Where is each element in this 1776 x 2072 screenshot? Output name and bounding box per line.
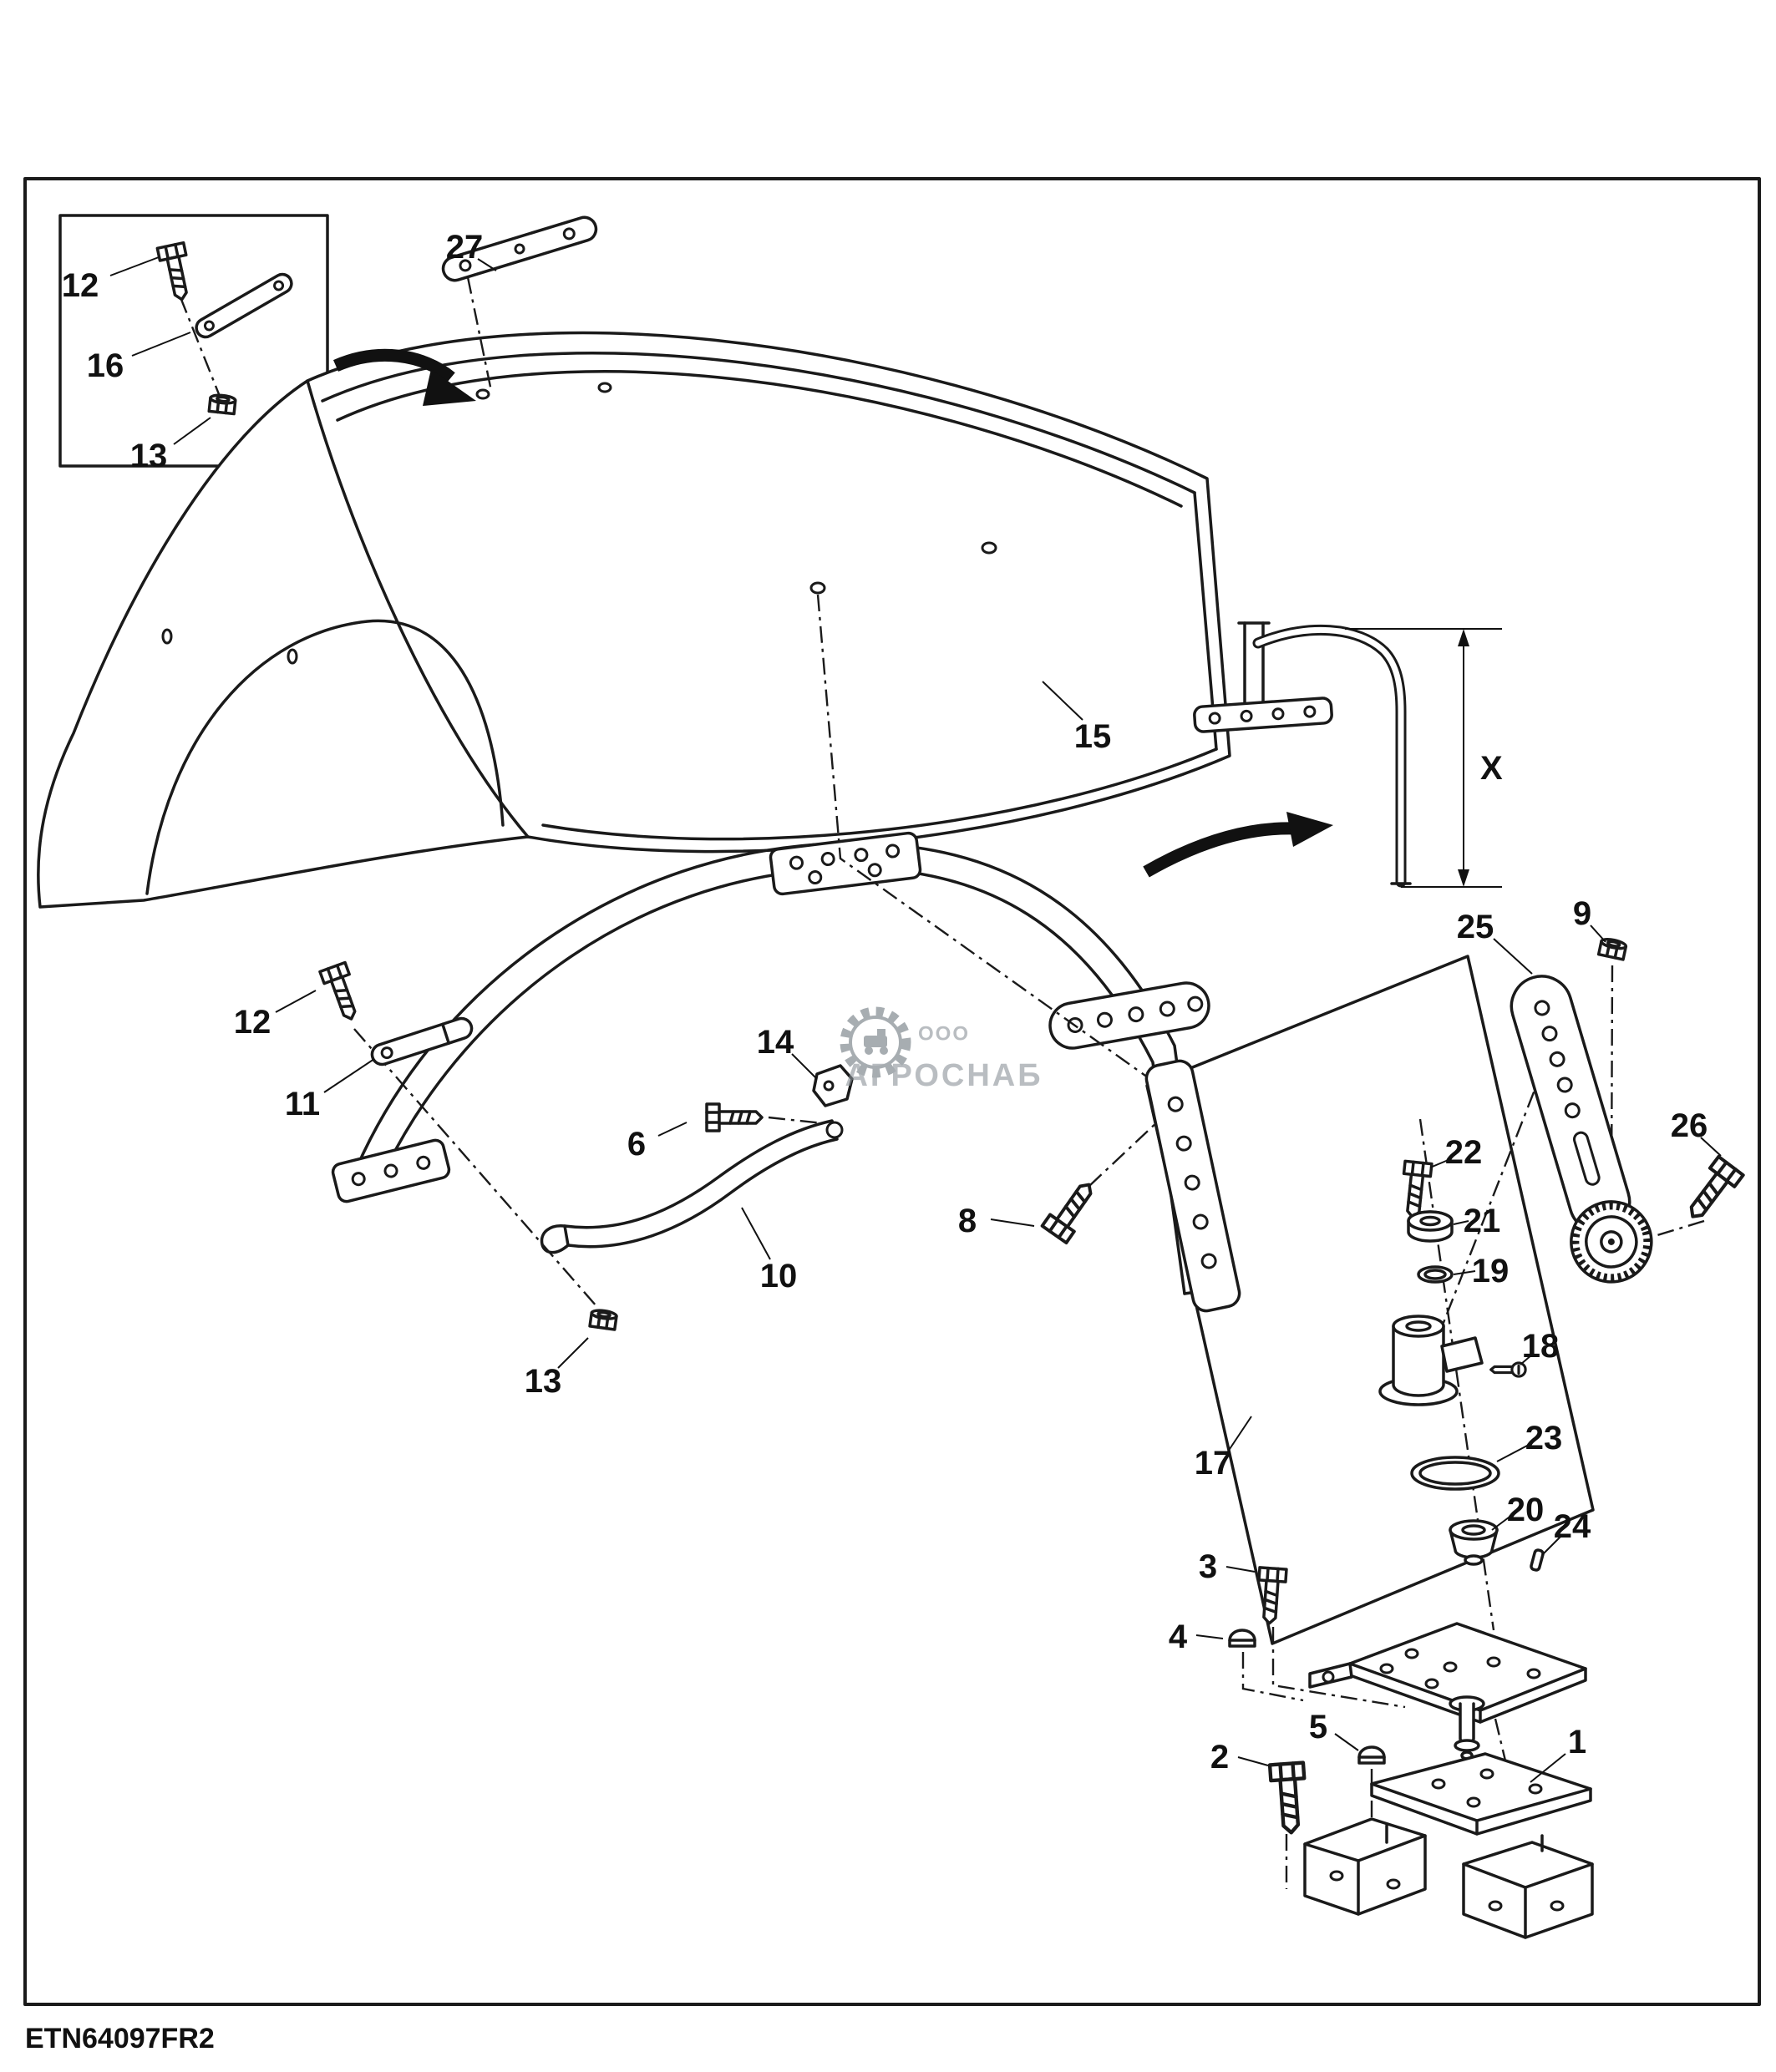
direction-arrow-top <box>332 348 476 406</box>
frame-side-strap <box>1048 981 1210 1050</box>
callout-18: 18 <box>1522 1328 1560 1365</box>
frame-mount-bar <box>1144 1059 1241 1313</box>
part-bolt-12-inset <box>155 241 197 304</box>
part-bracket-1 <box>1303 1752 1594 1939</box>
callout-24: 24 <box>1554 1508 1591 1545</box>
callout-22: 22 <box>1445 1134 1483 1171</box>
mount-height-detail: X <box>1193 621 1503 888</box>
part-sender-body <box>1378 1315 1484 1406</box>
callout-1: 1 <box>1568 1724 1586 1760</box>
callout-25: 25 <box>1457 909 1494 945</box>
callout-10: 10 <box>760 1258 798 1294</box>
callout-14: 14 <box>757 1024 794 1061</box>
frame-foot-plate <box>331 1138 451 1203</box>
callout-4: 4 <box>1169 1619 1188 1655</box>
callout-17: 17 <box>1195 1445 1232 1482</box>
part-cap-4 <box>1228 1629 1256 1648</box>
dimension-arrow-up <box>1458 629 1469 646</box>
callout-8: 8 <box>958 1203 977 1239</box>
callout-27: 27 <box>446 229 484 266</box>
document-code: ETN64097FR2 <box>25 2023 215 2054</box>
watermark: ООО АГРОСНАБ <box>840 1006 1043 1093</box>
gear-logo-icon <box>840 1006 911 1078</box>
part-mount-plate <box>1308 1622 1587 1760</box>
part-bolt-8 <box>1040 1174 1103 1245</box>
frame-apex-plate <box>769 831 922 896</box>
diagram-border <box>23 177 1761 2006</box>
inset-box <box>58 214 329 468</box>
callout-leaders <box>109 256 1722 1783</box>
part-oring-23 <box>1410 1456 1500 1491</box>
callout-26: 26 <box>1671 1107 1708 1144</box>
part-nut-9 <box>1596 935 1629 961</box>
watermark-prefix: ООО <box>918 1023 970 1046</box>
callout-5: 5 <box>1309 1709 1327 1745</box>
handle-part-27 <box>441 215 598 282</box>
callout-2: 2 <box>1210 1739 1229 1776</box>
part-oring-19 <box>1417 1265 1454 1284</box>
fender-support-frame <box>331 831 1210 1295</box>
part-washer-21 <box>1407 1210 1454 1243</box>
callout-19: 19 <box>1472 1253 1510 1289</box>
part-nut-13-inset <box>207 393 237 416</box>
part-bolt-6 <box>705 1102 764 1132</box>
watermark-name: АГРОСНАБ <box>845 1058 1043 1093</box>
callout-12: 12 <box>234 1004 271 1041</box>
dimension-arrow-down <box>1458 869 1469 887</box>
part-grommet-20 <box>1449 1519 1499 1566</box>
part-adjuster-25 <box>1510 975 1653 1284</box>
fender-part-15 <box>37 331 1231 909</box>
direction-arrow-right <box>1143 812 1333 878</box>
callout-numbers: 12 16 13 27 15 25 9 12 11 14 6 10 8 13 2… <box>62 229 1708 1776</box>
part-bolt-26 <box>1681 1157 1743 1226</box>
callout-11: 11 <box>285 1086 320 1122</box>
part-pin-24 <box>1530 1548 1545 1572</box>
callout-6: 6 <box>627 1126 646 1163</box>
dimension-label-x: X <box>1480 750 1503 787</box>
part-nut-13 <box>588 1307 619 1331</box>
callout-9: 9 <box>1573 895 1591 932</box>
part-cap-5 <box>1357 1745 1386 1765</box>
callout-3: 3 <box>1199 1548 1217 1585</box>
callout-15: 15 <box>1074 718 1112 755</box>
callout-12-inset: 12 <box>62 267 99 304</box>
callout-13-inset: 13 <box>130 438 168 474</box>
part-bolt-12 <box>318 960 366 1026</box>
callout-21: 21 <box>1464 1203 1501 1239</box>
callout-23: 23 <box>1525 1420 1563 1456</box>
callout-20: 20 <box>1507 1492 1545 1528</box>
part-bolt-2 <box>1270 1763 1308 1834</box>
callout-16: 16 <box>87 347 124 384</box>
part-clip-14 <box>812 1064 854 1107</box>
part-strap-16 <box>195 272 293 339</box>
part-support-10 <box>540 1119 844 1254</box>
callout-13: 13 <box>525 1363 562 1400</box>
